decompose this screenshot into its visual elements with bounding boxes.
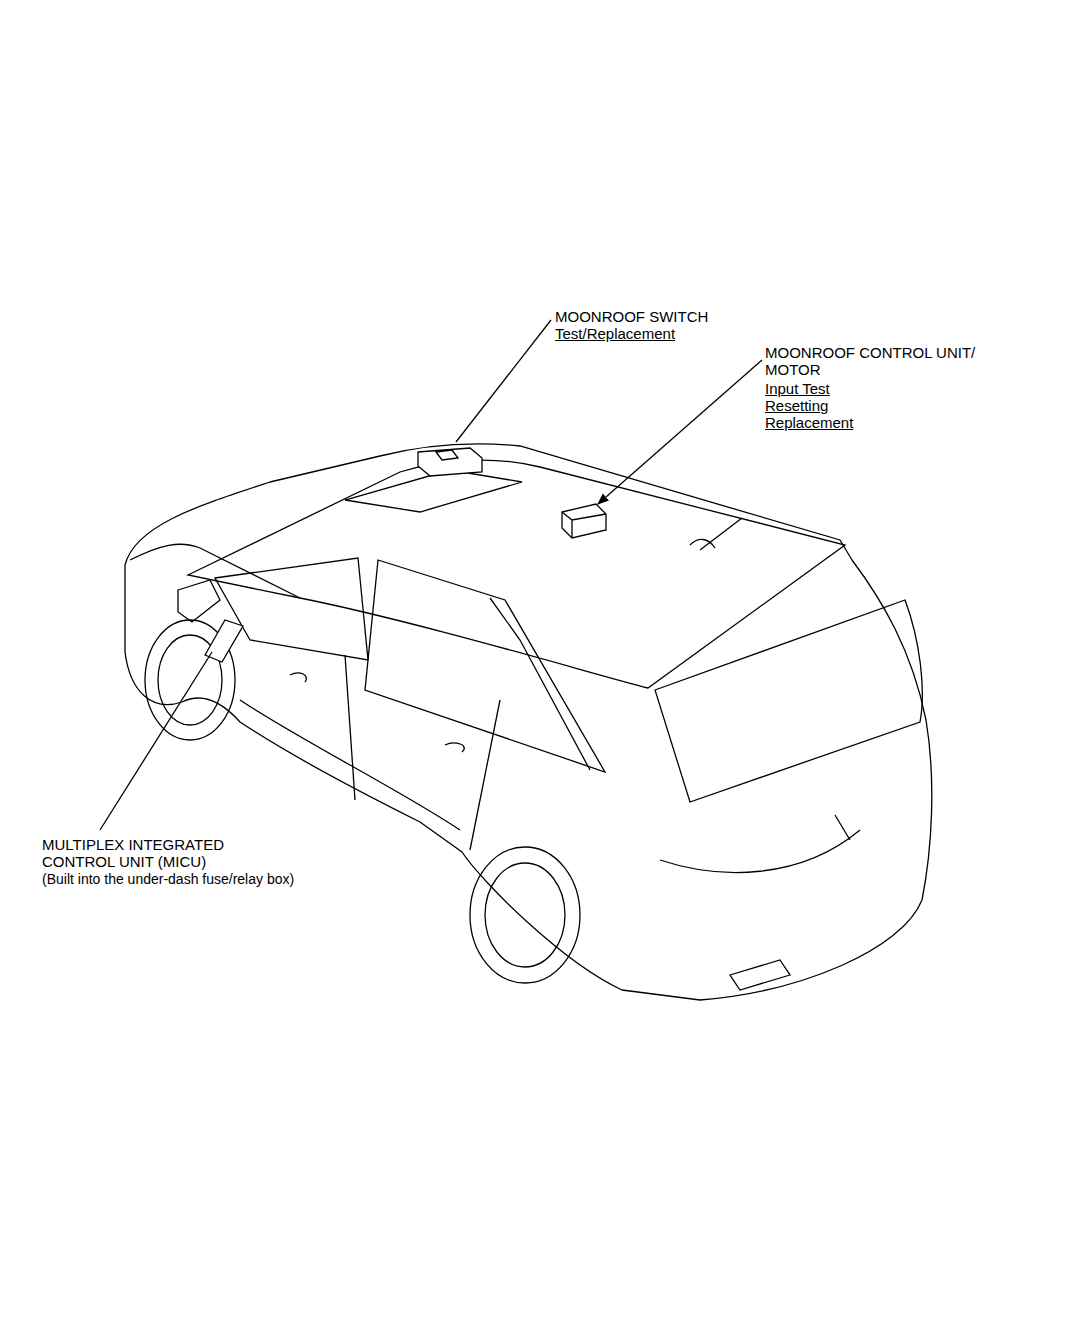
component-name: MOONROOF CONTROL UNIT/ MOTOR: [765, 344, 997, 378]
procedure-link: Test/Replacement: [555, 325, 675, 342]
procedure-link: Input Test: [765, 380, 830, 397]
procedure-link: Replacement: [765, 414, 853, 431]
component-name: MOONROOF SWITCH: [555, 308, 708, 325]
component-name: MULTIPLEX INTEGRATED CONTROL UNIT (MICU): [42, 836, 257, 870]
procedure-link: Resetting: [765, 397, 828, 414]
location-note: (Built into the under-dash fuse/relay bo…: [42, 871, 294, 888]
